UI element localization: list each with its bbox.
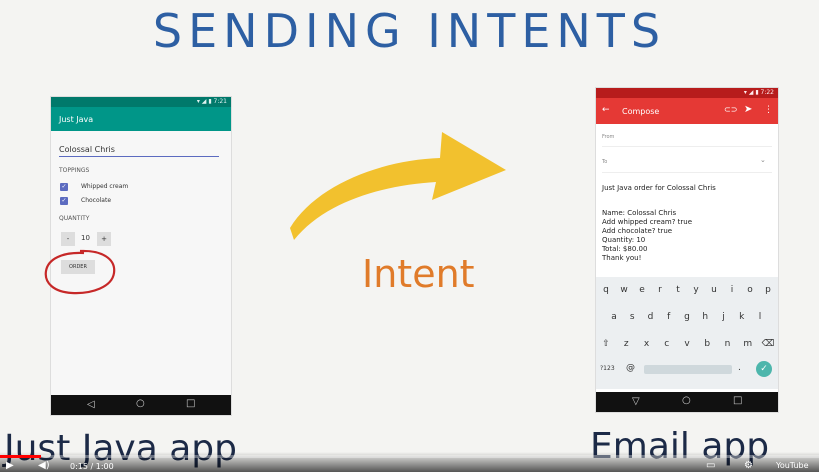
name-field[interactable]: Colossal Chris [59, 145, 219, 157]
nav-bar: ◁ ○ □ [51, 395, 231, 415]
keyboard-row-1: q w e r t y u i o p [598, 285, 776, 295]
slide-title: SENDING INTENTS [152, 4, 667, 58]
home-nav-icon[interactable]: ○ [682, 395, 691, 406]
symbols-key[interactable]: ?123 [600, 365, 615, 372]
enter-icon[interactable]: ✓ [756, 361, 772, 377]
chocolate-checkbox[interactable]: ✓ [60, 197, 68, 205]
home-nav-icon[interactable]: ○ [136, 398, 145, 409]
key[interactable]: x [643, 339, 650, 349]
increment-button[interactable]: + [97, 232, 111, 246]
volume-icon[interactable]: ◀) [38, 460, 50, 471]
key[interactable]: n [724, 339, 731, 349]
key[interactable]: z [623, 339, 629, 349]
body-line: Add whipped cream? true [602, 218, 693, 226]
subject-field[interactable]: Just Java order for Colossal Chris [602, 184, 716, 192]
divider [602, 146, 772, 147]
key[interactable]: c [664, 339, 670, 349]
key[interactable]: d [647, 312, 654, 322]
attach-icon[interactable]: ⊂⊃ [724, 105, 738, 114]
just-java-phone: ▾ ◢ ▮ 7:21 Just Java Colossal Chris TOPP… [51, 97, 231, 415]
backspace-icon[interactable]: ⌫ [761, 339, 775, 349]
key[interactable]: v [684, 339, 690, 349]
key[interactable]: l [758, 312, 762, 322]
keyboard-row-3: ⇧ z x c v b n m ⌫ [598, 339, 776, 349]
key[interactable]: r [658, 285, 662, 295]
key[interactable]: m [743, 339, 753, 349]
key[interactable]: q [603, 285, 609, 295]
key[interactable]: y [693, 285, 699, 295]
play-icon[interactable]: ▶ [6, 460, 14, 471]
key[interactable]: j [722, 312, 725, 322]
highlight-circle [44, 249, 116, 295]
body-line: Thank you! [602, 254, 642, 262]
recents-nav-icon[interactable]: □ [186, 398, 196, 409]
shift-icon[interactable]: ⇧ [602, 339, 610, 349]
to-field[interactable]: To [602, 159, 608, 165]
progress-fill [0, 455, 41, 458]
back-nav-icon[interactable]: ▽ [632, 396, 640, 407]
key[interactable]: i [730, 285, 734, 295]
more-icon[interactable]: ⋮ [764, 105, 773, 115]
key[interactable]: s [629, 312, 635, 322]
toppings-header: TOPPINGS [59, 167, 90, 174]
email-phone: ▾ ◢ ▮ 7:22 ← Compose ⊂⊃ ➤ ⋮ From To ⌄ Ju… [596, 88, 778, 412]
app-title: Just Java [59, 115, 94, 124]
status-bar: ▾ ◢ ▮ 7:22 [596, 88, 778, 98]
video-controls-bar [0, 452, 819, 472]
intent-arrow-icon [290, 132, 506, 240]
body-line: Quantity: 10 [602, 236, 646, 244]
key[interactable]: k [739, 312, 745, 322]
keyboard-row-2: a s d f g h j k l [606, 312, 768, 322]
app-bar [596, 98, 778, 124]
nav-bar: ▽ ○ □ [596, 392, 778, 412]
key[interactable]: g [684, 312, 690, 322]
key[interactable]: b [704, 339, 711, 349]
status-bar: ▾ ◢ ▮ 7:21 [51, 97, 231, 107]
status-text: ▾ ◢ ▮ 7:22 [743, 89, 774, 96]
compose-title: Compose [622, 107, 660, 116]
progress-track[interactable] [0, 455, 819, 458]
order-button[interactable]: ORDER [61, 260, 95, 274]
key[interactable]: p [765, 285, 771, 295]
body-line: Add chocolate? true [602, 227, 673, 235]
key[interactable]: t [676, 285, 680, 295]
at-key[interactable]: @ [626, 363, 635, 373]
key[interactable]: o [747, 285, 753, 295]
back-nav-icon[interactable]: ◁ [87, 399, 95, 410]
gear-icon[interactable]: ⚙ [744, 460, 753, 471]
send-icon[interactable]: ➤ [744, 104, 753, 115]
back-arrow-icon[interactable]: ← [602, 105, 610, 115]
key[interactable]: a [611, 312, 617, 322]
from-field[interactable]: From [602, 134, 615, 140]
app-bar [51, 107, 231, 131]
divider [602, 172, 772, 173]
period-key[interactable]: . [738, 363, 741, 373]
status-text: ▾ ◢ ▮ 7:21 [196, 98, 227, 105]
quantity-header: QUANTITY [59, 215, 90, 222]
key[interactable]: u [711, 285, 717, 295]
key[interactable]: f [667, 312, 671, 322]
intent-label: Intent [362, 252, 475, 296]
chocolate-label: Chocolate [81, 197, 112, 204]
decrement-button[interactable]: - [61, 232, 75, 246]
youtube-logo[interactable]: YouTube [776, 461, 809, 470]
key[interactable]: h [702, 312, 709, 322]
key[interactable]: w [620, 285, 628, 295]
soft-keyboard: q w e r t y u i o p a s d f g h j k l ⇧ … [596, 277, 778, 389]
whipped-cream-checkbox[interactable]: ✓ [60, 183, 68, 191]
body-line: Name: Colossal Chris [602, 209, 677, 217]
video-time: 0:15 / 1:00 [70, 462, 114, 471]
space-bar[interactable] [644, 365, 732, 374]
body-line: Total: $80.00 [602, 245, 648, 253]
quantity-value: 10 [81, 234, 90, 242]
recents-nav-icon[interactable]: □ [733, 395, 743, 406]
whipped-cream-label: Whipped cream [81, 183, 129, 190]
key[interactable]: e [639, 285, 645, 295]
chevron-down-icon[interactable]: ⌄ [760, 156, 766, 164]
captions-icon[interactable]: ▭ [706, 460, 716, 471]
